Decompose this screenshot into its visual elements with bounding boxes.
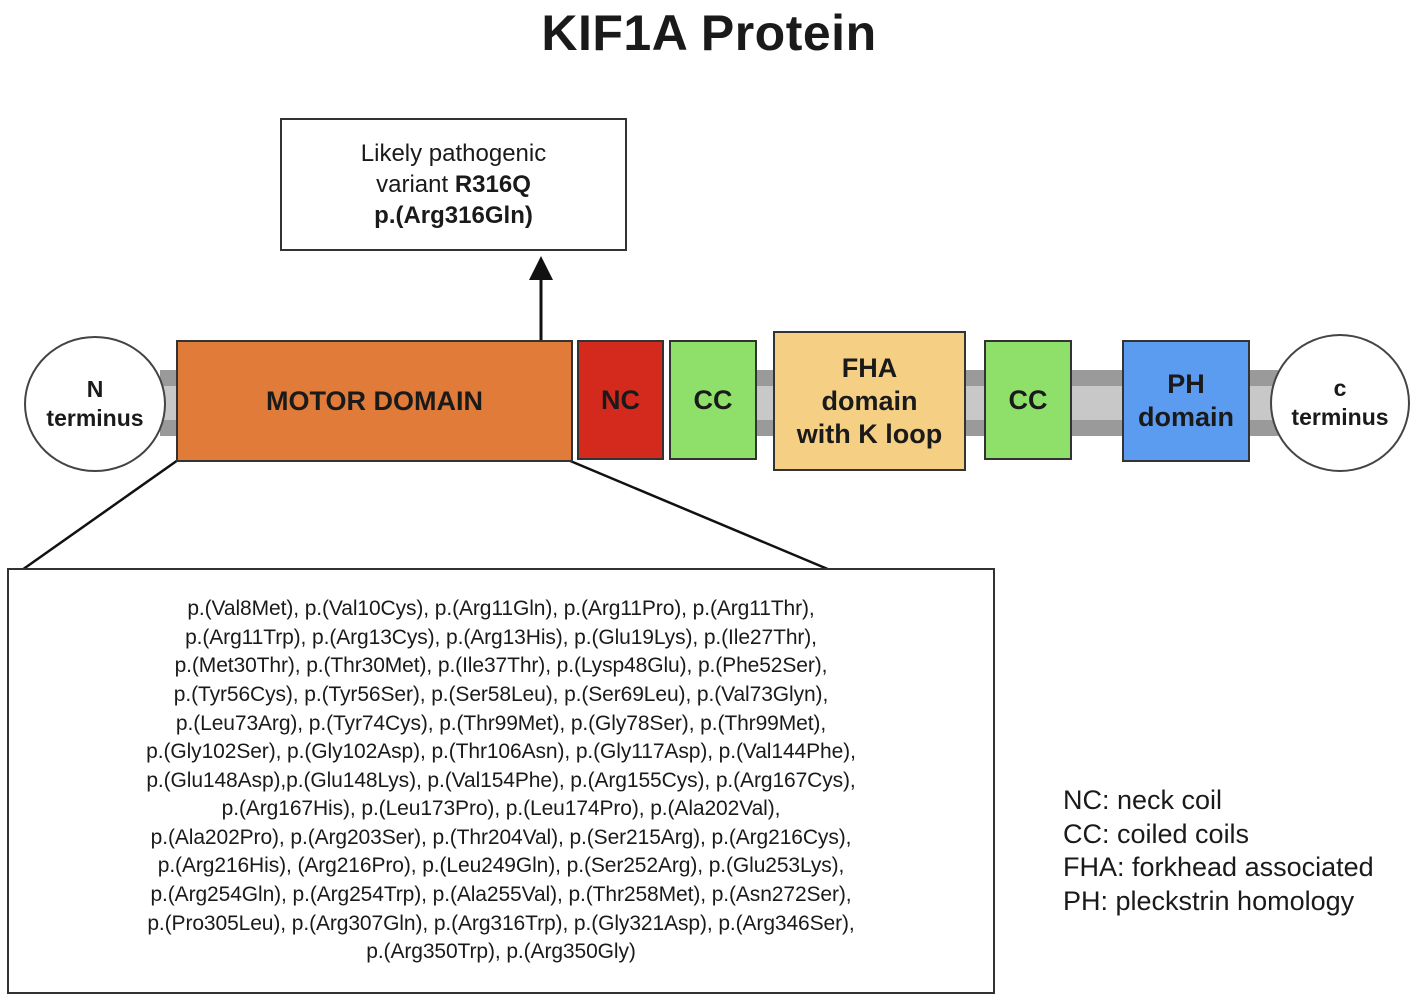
callout-variant-code: R316Q [454, 171, 531, 198]
n-terminus-circle: N terminus [24, 336, 166, 472]
variant-list-line: p.(Pro305Leu), p.(Arg307Gln), p.(Arg316T… [147, 911, 855, 935]
variant-list-line: p.(Met30Thr), p.(Thr30Met), p.(Ile37Thr)… [174, 654, 828, 678]
variant-list-line: p.(Arg167His), p.(Leu173Pro), p.(Leu174P… [221, 797, 781, 821]
nc-domain: NC [577, 340, 664, 460]
legend-item-cc: CC: coiled coils [1063, 818, 1250, 849]
legend-item-fha: FHA: forkhead associated [1063, 852, 1374, 882]
variant-list-line: p.(Leu73Arg), p.(Tyr74Cys), p.(Thr99Met)… [175, 711, 827, 735]
variant-list-line: p.(Gly102Ser), p.(Gly102Asp), p.(Thr106A… [146, 740, 856, 764]
ph-domain-label-2: domain [1137, 402, 1234, 432]
motor-domain-label: MOTOR DOMAIN [266, 385, 483, 416]
variant-arrow-head [529, 256, 553, 280]
c-terminus-circle: c terminus [1270, 334, 1410, 472]
abbreviation-legend: NC: neck coil CC: coiled coils FHA: fork… [1063, 784, 1374, 918]
c-terminus-label-2: terminus [1291, 404, 1389, 430]
fha-domain: FHA domain with K loop [773, 331, 966, 471]
cc-domain-1-label: CC [693, 384, 733, 415]
pathogenic-variant-callout: Likely pathogenic variant R316Q p.(Arg31… [280, 118, 627, 251]
callout-line-1: Likely pathogenic [360, 140, 547, 167]
n-terminus-label-2: terminus [46, 405, 144, 431]
expansion-line-right [567, 458, 831, 572]
linker-cc-ph [1070, 370, 1124, 386]
cc-domain-2: CC [984, 340, 1072, 460]
expansion-line-left [21, 458, 179, 572]
nc-domain-label: NC [601, 384, 640, 415]
cc-domain-2-label: CC [1008, 384, 1048, 415]
fha-domain-label-3: with K loop [796, 418, 943, 449]
callout-line-3: p.(Arg316Gln) [374, 202, 533, 229]
variant-list-line: p.(Tyr56Cys), p.(Tyr56Ser), p.(Ser58Leu)… [173, 682, 829, 706]
diagram-title: KIF1A Protein [541, 5, 877, 61]
linker-ph-c [1248, 370, 1278, 386]
cc-domain-1: CC [669, 340, 757, 460]
linker-cc-fha [755, 370, 775, 386]
fha-domain-label-2: domain [821, 385, 918, 416]
variant-list-line: p.(Glu148Asp),p.(Glu148Lys), p.(Val154Ph… [146, 768, 856, 792]
fha-domain-label-1: FHA [841, 352, 898, 383]
variant-list-line: p.(Ala202Pro), p.(Arg203Ser), p.(Thr204V… [150, 825, 852, 849]
variant-list-line: p.(Val8Met), p.(Val10Cys), p.(Arg11Gln),… [187, 597, 815, 621]
n-terminus-label-1: N [86, 376, 104, 402]
variant-list-line: p.(Arg216His), (Arg216Pro), p.(Leu249Gln… [157, 854, 845, 878]
ph-domain: PH domain [1122, 340, 1250, 462]
ph-domain-label-1: PH [1167, 369, 1205, 399]
callout-line-2: variant R316Q [376, 171, 531, 198]
legend-item-ph: PH: pleckstrin homology [1063, 885, 1355, 916]
linker-segments [160, 368, 1278, 438]
variant-list-line: p.(Arg254Gln), p.(Arg254Trp), p.(Ala255V… [150, 883, 852, 907]
linker-fha-cc [964, 370, 986, 386]
motor-domain: MOTOR DOMAIN [176, 340, 573, 462]
c-terminus-label-1: c [1333, 375, 1347, 401]
motor-domain-variants-box: p.(Val8Met), p.(Val10Cys), p.(Arg11Gln),… [7, 568, 995, 994]
variant-list-line: p.(Arg11Trp), p.(Arg13Cys), p.(Arg13His)… [185, 625, 817, 649]
variant-list-line: p.(Arg350Trp), p.(Arg350Gly) [366, 940, 636, 964]
legend-item-nc: NC: neck coil [1063, 785, 1223, 815]
